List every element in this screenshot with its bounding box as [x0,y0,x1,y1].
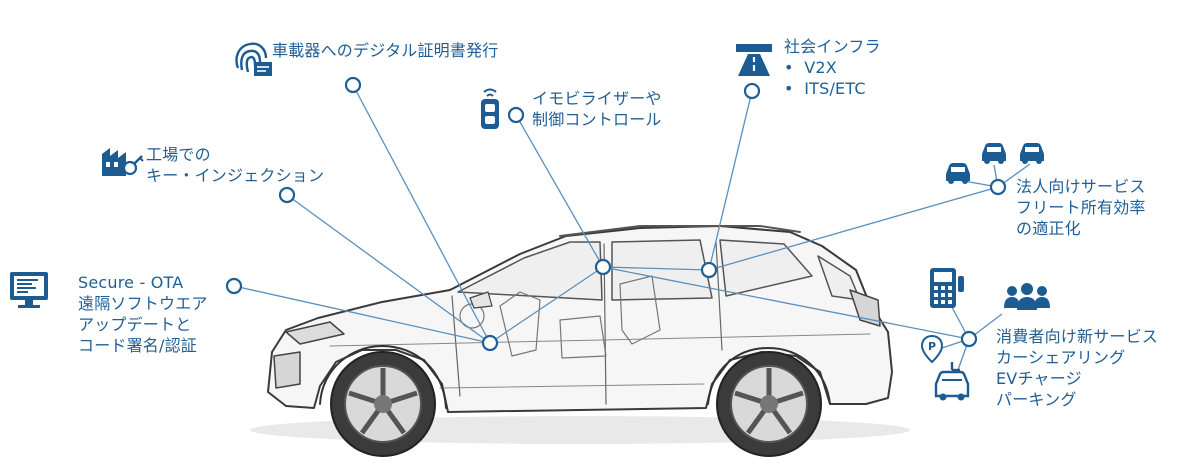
label-immobilizer: イモビライザーや 制御コントロール [532,88,662,130]
label-consumer-line: 消費者向け新サービス [996,327,1159,346]
label-factory-line: 工場での [146,145,211,164]
node-immobilizer [507,106,525,124]
label-cert-text: 車載器へのデジタル証明書発行 [272,41,499,60]
label-infra-item: • V2X [784,58,837,77]
node-car-front [481,334,499,352]
ev-charging-car-icon [934,362,970,401]
node-factory [278,186,296,204]
label-infra-item: • ITS/ETC [784,79,866,98]
node-car-middle [594,258,612,276]
label-immobilizer-line: 制御コントロール [532,110,662,129]
label-ota-line: アップデートと [78,315,192,334]
label-ota-line: Secure - OTA [78,273,184,292]
monitor-code-icon [10,272,48,308]
rear-wheel [716,351,822,457]
label-consumer-line: EVチャージ [996,369,1082,388]
label-immobilizer-line: イモビライザーや [532,89,662,108]
node-infra [743,82,761,100]
connector-immobilizer [515,114,604,268]
node-ota [225,277,243,295]
label-cert: 車載器へのデジタル証明書発行 [272,40,498,61]
connector-infra [708,90,753,271]
label-fleet: 法人向けサービス フリート所有効率 の適正化 [1016,176,1146,239]
highway-icon [736,44,772,76]
payment-terminal-icon [930,268,964,308]
connector-hub-b [602,266,710,271]
label-ota-line: コード署名/認証 [78,336,197,355]
label-fleet-line: の適正化 [1016,219,1081,238]
parking-pin-icon: P [920,334,944,364]
fingerprint-certificate-icon [235,42,272,76]
connector-consumer [602,266,970,340]
fleet-cars-icon [946,143,1044,184]
node-cert [344,76,362,94]
factory-key-icon [102,148,144,176]
connector-cert [352,84,491,344]
label-consumer-line: カーシェアリング [996,348,1126,367]
node-car-rear [700,261,718,279]
connector-fleet [708,186,999,271]
connector-hub-a [489,266,604,344]
label-consumer: 消費者向け新サービス カーシェアリング EVチャージ パーキング [996,326,1158,410]
label-fleet-line: フリート所有効率 [1016,198,1146,217]
car-key-fob-icon [481,88,499,129]
people-group-icon [1004,283,1050,310]
label-consumer-line: パーキング [996,390,1077,409]
label-fleet-line: 法人向けサービス [1016,177,1146,196]
node-consumer [960,330,978,348]
label-infra-title: 社会インフラ [784,37,881,56]
svg-text:P: P [928,340,936,353]
label-ota: Secure - OTA 遠隔ソフトウエア アップデートと コード署名/認証 [78,272,208,356]
label-infra: 社会インフラ • V2X • ITS/ETC [784,36,881,99]
connector-factory [286,194,491,344]
label-factory-line: キー・インジェクション [146,166,325,185]
front-wheel [330,351,436,457]
label-ota-line: 遠隔ソフトウエア [78,294,208,313]
node-fleet [989,178,1007,196]
connector-ota [233,285,491,344]
label-factory: 工場での キー・インジェクション [146,144,324,186]
nodes [225,76,1007,352]
